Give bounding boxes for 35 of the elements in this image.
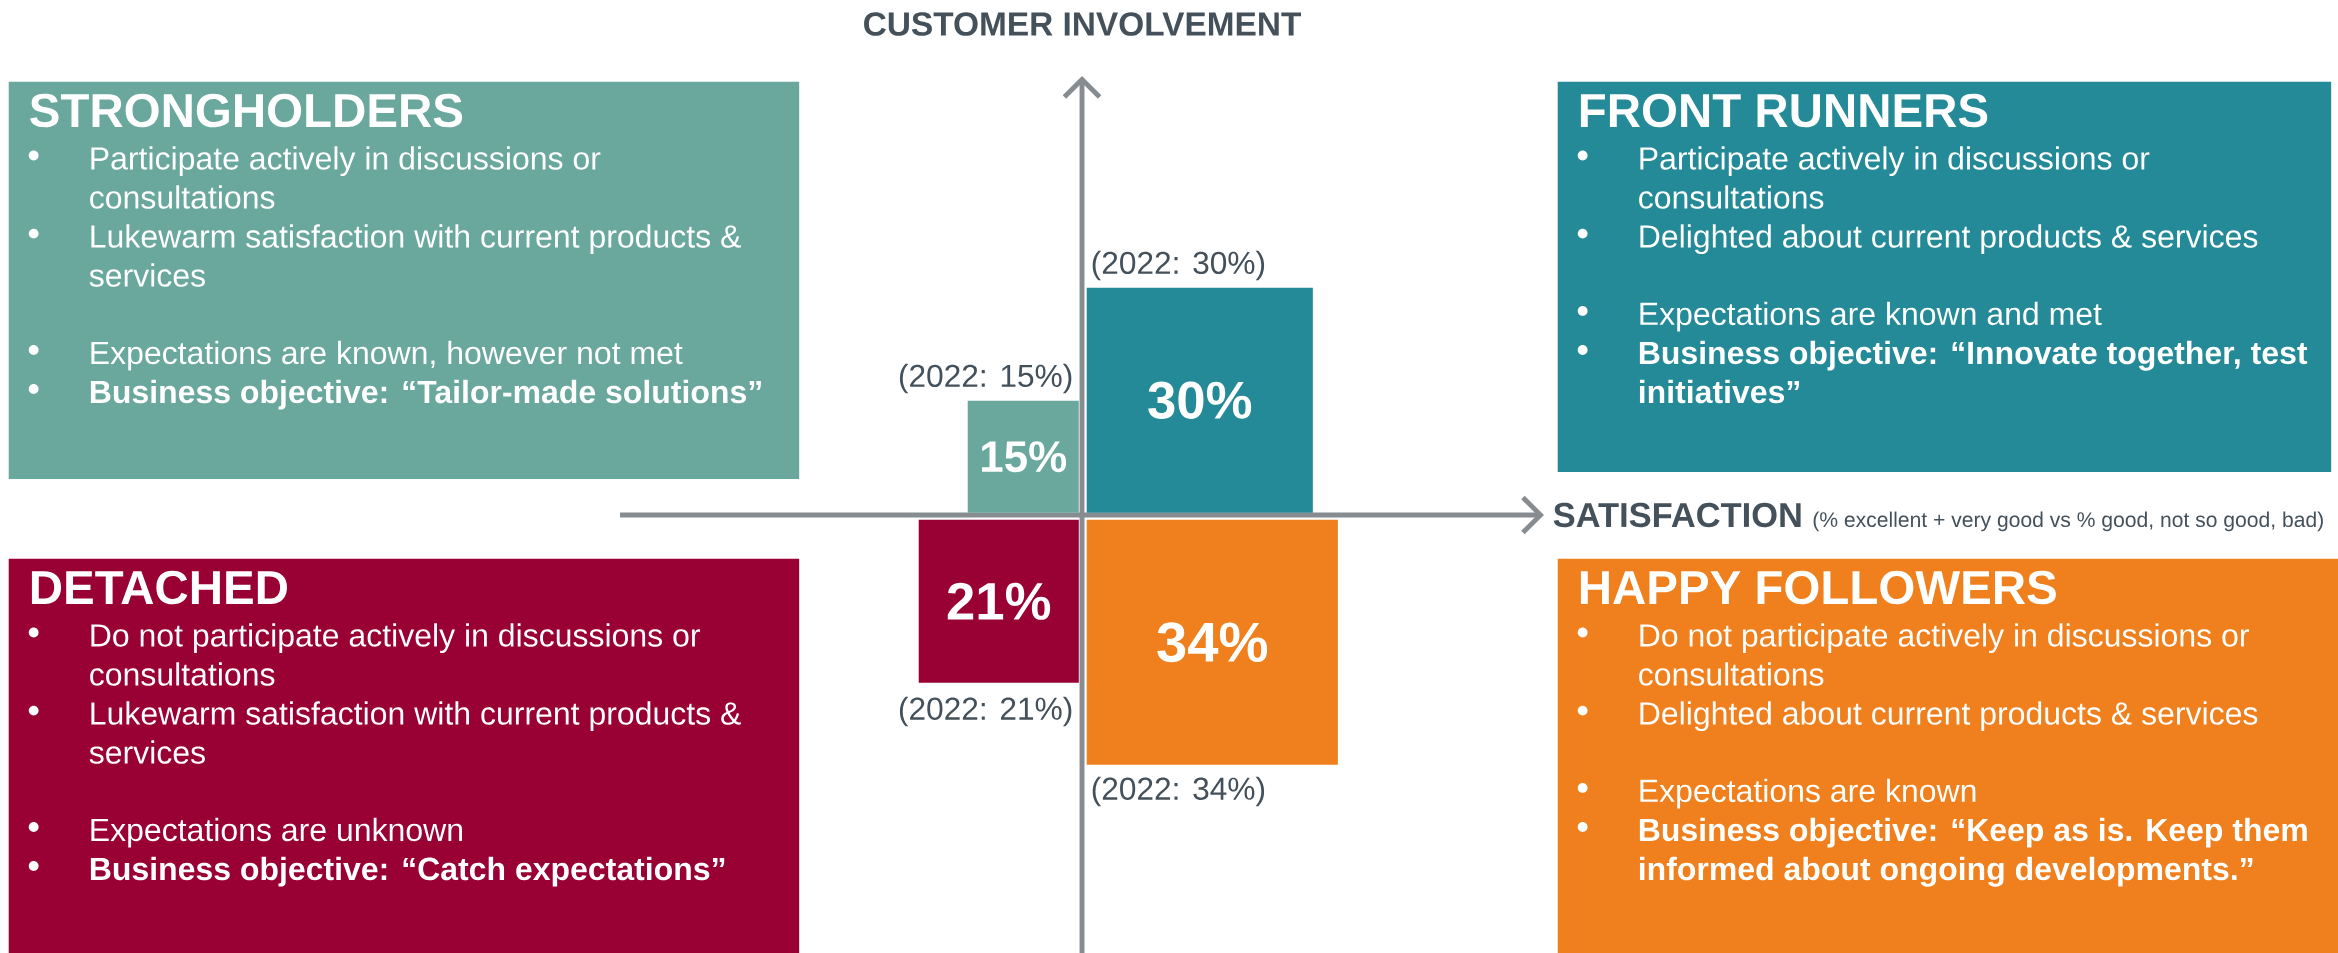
box-heading: STRONGHOLDERS <box>30 93 463 128</box>
box-heading: HAPPY FOLLOWERS <box>1580 570 2056 605</box>
bullet-item: Business objective: “Catch expectations” <box>28 856 725 887</box>
bullet-item: Business objective: “Tailor-made solutions” <box>28 379 761 410</box>
bullet-item: Delighted about current products & services <box>1577 224 2258 255</box>
bullet-item: Expectations are known and met <box>1577 301 2102 332</box>
bullet-item: Business objective: “Innovate together, test initiatives” <box>1577 340 2308 404</box>
bullet-item: Expectations are unknown <box>28 817 462 848</box>
percentage-bar: 34% <box>1086 519 1338 765</box>
bullet-item: Participate actively in discussions or consultations <box>28 146 601 209</box>
year-label: (2022: 15%) <box>899 363 1072 394</box>
bullet-item: Delighted about current products & services <box>1577 701 2258 732</box>
bullet-item: Do not participate actively in discussions or consultations <box>1577 623 2249 686</box>
percentage-bar: 15% <box>967 400 1079 513</box>
bullet-item: Participate actively in discussions or consultations <box>1577 146 2150 209</box>
bullet-item: Expectations are known, however not met <box>28 340 683 371</box>
quadrant-box <box>1557 81 2332 472</box>
percentage-bar: 30% <box>1086 287 1313 513</box>
percentage-bar: 21% <box>918 519 1079 683</box>
quadrant-box <box>8 558 800 953</box>
bullet-item: Business objective: “Keep as is. Keep them informed about ongoing developments.” <box>1577 817 2307 887</box>
bullet-item: Expectations are known <box>1577 778 1976 809</box>
bullet-item: Lukewarm satisfaction with current products & services <box>28 224 741 287</box>
bullet-item: Do not participate actively in discussions or consultations <box>28 623 700 686</box>
year-label: (2022: 34%) <box>1092 776 1265 807</box>
axis-note: (% excellent + very good vs % good, not so good, bad) <box>1813 511 2323 532</box>
quadrant-box <box>8 81 800 479</box>
year-label: (2022: 21%) <box>899 696 1072 727</box>
box-heading: DETACHED <box>31 570 287 605</box>
bullet-item: Lukewarm satisfaction with current products & services <box>28 701 741 764</box>
axis-label: SATISFACTION <box>1553 502 1801 528</box>
axis-label: CUSTOMER INVOLVEMENT <box>864 12 1301 36</box>
year-label: (2022: 30%) <box>1092 250 1265 281</box>
box-heading: FRONT RUNNERS <box>1580 93 1988 128</box>
quadrant-box <box>1557 558 2338 953</box>
